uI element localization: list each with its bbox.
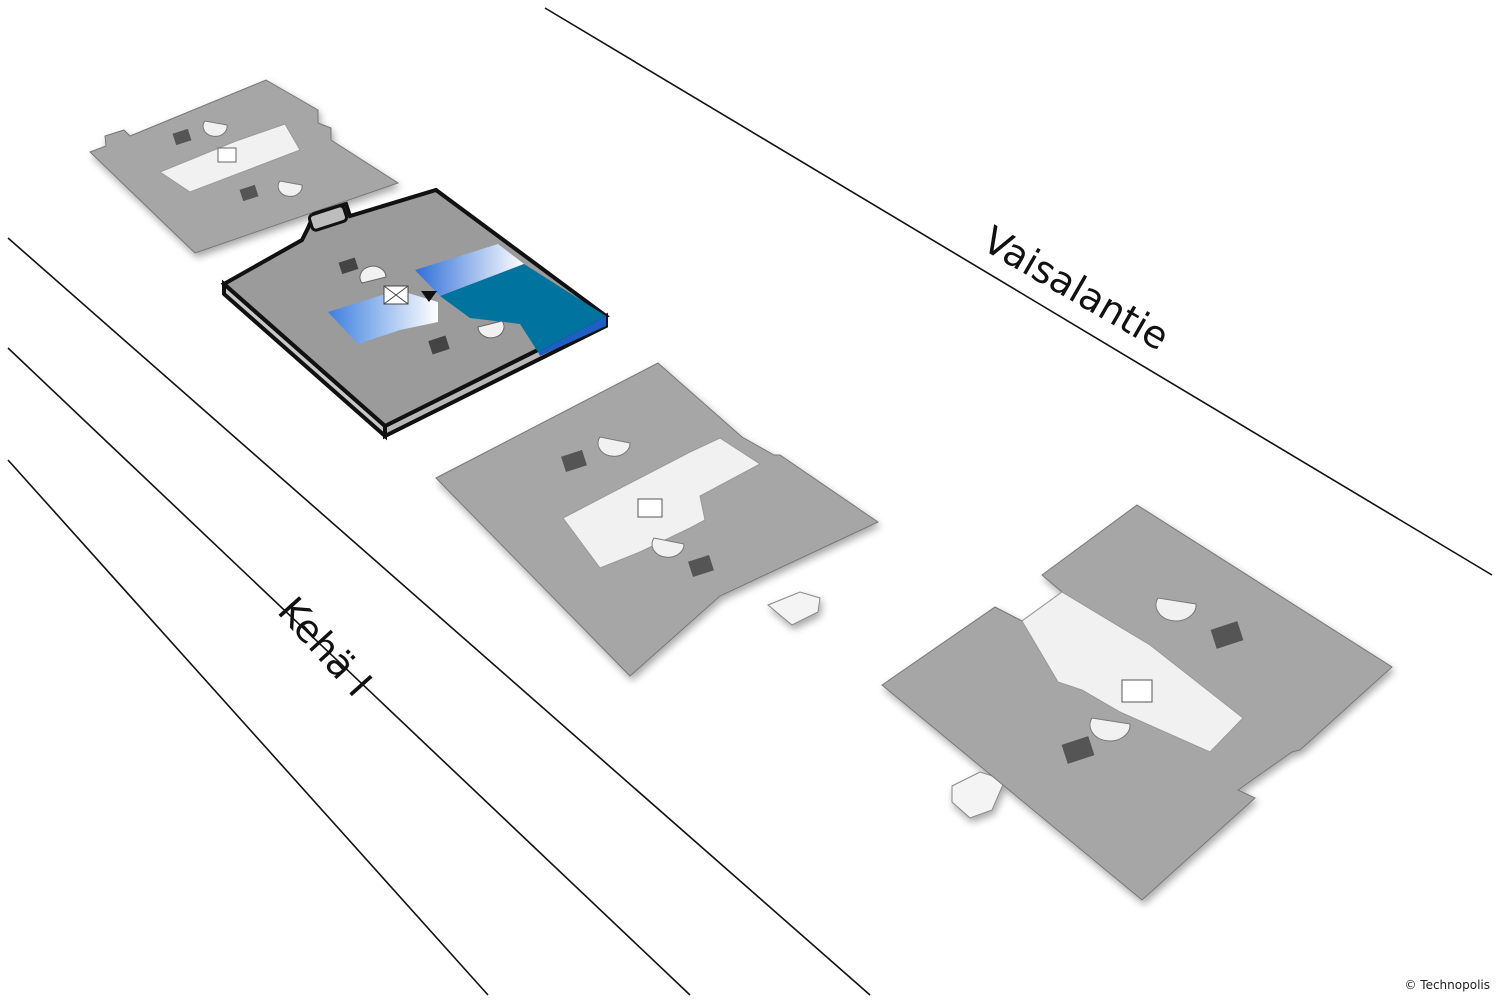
floor-1-stair-a bbox=[202, 120, 228, 137]
floor-3-shaft-b bbox=[688, 554, 714, 578]
floor-1-shaft-b bbox=[239, 184, 259, 202]
floor-3-stair-b bbox=[651, 537, 685, 558]
keha-line-1 bbox=[7, 237, 871, 996]
keha-label: Kehä I bbox=[269, 589, 380, 705]
floor-1-stair-b bbox=[277, 180, 303, 197]
floor-4-stair-b bbox=[1089, 717, 1131, 742]
floor-4-shaft-b bbox=[1061, 736, 1095, 764]
location-marker-icon bbox=[421, 291, 437, 302]
floor-3-shaft-a bbox=[561, 449, 587, 473]
floor-3-balcony bbox=[767, 591, 821, 626]
floor-3-stair-a bbox=[597, 436, 631, 457]
floor-1-elevator bbox=[217, 147, 237, 163]
floor-4-shaft-a bbox=[1210, 621, 1244, 649]
floor-2-shaft-a bbox=[338, 257, 359, 275]
floor-4-elevator bbox=[1121, 679, 1153, 703]
floor-3-elevator bbox=[637, 498, 663, 518]
floor-4-core bbox=[1021, 591, 1244, 753]
floor-2-office-light-top bbox=[415, 244, 524, 296]
floor-2-balcony bbox=[307, 204, 349, 232]
floor-1-shaft-a bbox=[172, 128, 192, 146]
floor-plan-3[interactable] bbox=[435, 362, 880, 677]
floor-2-stair-a bbox=[359, 265, 387, 284]
floor-4-balcony bbox=[951, 771, 1006, 819]
floor-2-shaft-b bbox=[428, 335, 450, 355]
floor-4-stair-a bbox=[1155, 597, 1197, 622]
street-lines bbox=[7, 7, 1493, 996]
vaisalantie-label: Vaisalantie bbox=[976, 218, 1177, 359]
floor-plan-2-selected[interactable] bbox=[220, 187, 610, 441]
floor-plan-4[interactable] bbox=[881, 504, 1393, 901]
floor-2-office-light-left bbox=[328, 290, 438, 344]
vaisalantie-line bbox=[544, 7, 1493, 576]
floor-plan-1[interactable] bbox=[89, 79, 400, 254]
keha-line-3 bbox=[7, 459, 489, 996]
floor-2-office-dark bbox=[440, 264, 606, 352]
keha-line-2 bbox=[7, 347, 691, 996]
floor-2-stair-b bbox=[477, 320, 505, 339]
copyright-text: © Technopolis bbox=[1404, 978, 1490, 992]
floor-2-elevator-cross bbox=[383, 285, 409, 305]
floor-2-office-dark-edge bbox=[538, 316, 606, 356]
